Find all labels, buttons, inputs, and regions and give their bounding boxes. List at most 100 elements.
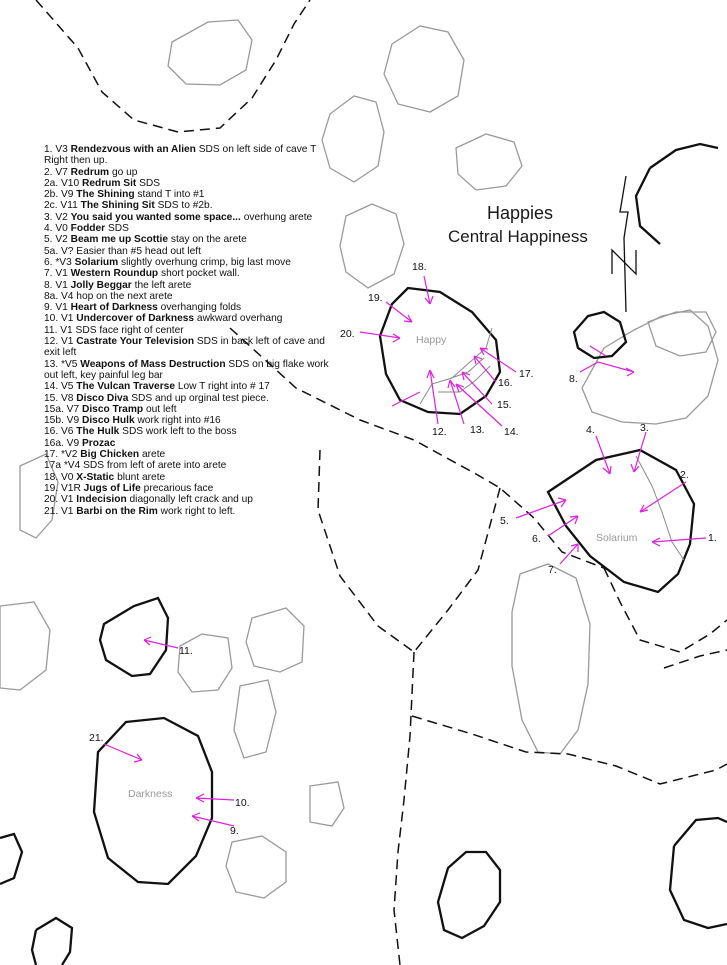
route-name: Castrate Your Television	[76, 336, 197, 348]
route-entry: 13. *V5 Weapons of Mass Destruction SDS …	[44, 359, 329, 382]
route-description: hop on the next arete	[76, 290, 173, 302]
boulder-bottom-left	[0, 832, 24, 886]
route-description: SDS to #2b.	[157, 200, 213, 212]
minor-boulder	[245, 607, 305, 673]
map-route-labels: 1. 2. 3. 4. 5. 6. 7. 8. 9. 10. 11. 12. 1…	[89, 261, 717, 837]
route-number: 16a.	[44, 437, 67, 449]
route-number: 9.	[44, 302, 56, 314]
route-legend: 1. V3 Rendezvous with an Alien SDS on le…	[44, 144, 329, 517]
route-arrow-14	[455, 383, 503, 427]
route-number: 19.	[44, 482, 61, 494]
route-grade: V?	[61, 245, 77, 257]
route-grade: V1	[60, 324, 76, 336]
route-name: Disco Diva	[76, 392, 132, 404]
route-grade: *V5	[61, 358, 81, 370]
route-number: 17a	[44, 460, 64, 472]
route-number: 14.	[44, 381, 61, 393]
route-arrow-19	[385, 301, 413, 323]
route-entry: 7. V1 Western Roundup short pocket wall.	[44, 268, 329, 279]
route-grade: V1R	[61, 482, 84, 494]
minor-boulder	[647, 311, 717, 357]
route-grade: V2	[55, 211, 71, 223]
trail	[35, 0, 311, 133]
map-label-8: 8.	[569, 373, 578, 385]
route-arrow-13	[447, 379, 465, 425]
map-label-1: 1.	[708, 532, 717, 544]
route-name: The Vulcan Traverse	[76, 381, 178, 393]
route-grade: V4	[61, 290, 77, 302]
map-label-15: 15.	[497, 399, 512, 411]
minor-boulder	[19, 453, 59, 539]
route-name: Western Roundup	[70, 268, 161, 280]
route-number: 16.	[44, 426, 61, 438]
route-description: awkward overhang	[196, 313, 283, 325]
minor-boulder	[177, 633, 233, 693]
route-number: 4.	[44, 223, 56, 235]
route-entry: 20. V1 Indecision diagonally left crack …	[44, 494, 329, 505]
map-label-13: 13.	[470, 424, 485, 436]
route-grade: V1	[61, 505, 77, 517]
route-number: 18.	[44, 471, 61, 483]
route-description: stand T into #1	[137, 189, 205, 201]
route-number: 7.	[44, 268, 56, 280]
route-grade: V2	[55, 234, 71, 246]
route-number: 20.	[44, 494, 61, 506]
route-description: work right into #16	[137, 415, 221, 427]
route-number: 8a.	[44, 290, 61, 302]
route-arrow-4	[595, 435, 612, 475]
map-label-19: 19.	[368, 292, 383, 304]
route-name: Rendezvous with an Alien	[70, 144, 199, 155]
minor-boulder	[167, 19, 253, 86]
route-grade: V9	[66, 415, 82, 427]
route-name: Heart of Darkness	[70, 302, 161, 314]
route-arrow-3	[630, 431, 647, 473]
route-entry: 5. V2 Beam me up Scottie stay on the are…	[44, 234, 329, 245]
route-number: 15a.	[44, 403, 67, 415]
map-label-5: 5.	[500, 515, 509, 527]
minor-boulder	[455, 133, 523, 191]
route-number: 21.	[44, 505, 61, 517]
route-grade: V9	[61, 189, 77, 201]
happy-cave-detail	[419, 327, 493, 405]
route-grade: V7	[66, 403, 82, 415]
boulder-top-right	[634, 142, 719, 245]
route-description: work right to left.	[160, 505, 236, 517]
route-arrow-17	[479, 347, 517, 373]
boulder-solarium	[546, 448, 696, 594]
route-name: Fodder	[70, 223, 108, 235]
route-name: Prozac	[81, 437, 116, 449]
trail	[603, 567, 727, 653]
map-label-14: 14.	[504, 426, 519, 438]
route-entry: 2a. V10 Redrum Sit SDS	[44, 178, 329, 189]
route-number: 17.	[44, 449, 61, 461]
route-entry: 8a. V4 hop on the next arete	[44, 291, 329, 302]
route-number: 10.	[44, 313, 61, 325]
route-arrow-16	[473, 355, 497, 383]
route-number: 12.	[44, 336, 61, 348]
boulder-label-solarium: Solarium	[596, 532, 638, 544]
trail	[317, 449, 415, 653]
route-name: Jolly Beggar	[70, 279, 135, 291]
route-arrow-1	[651, 537, 707, 547]
route-description: SDS in back left of cave and exit left	[44, 336, 325, 359]
minor-boulder	[0, 601, 51, 691]
route-arrow-21	[103, 743, 143, 763]
trail	[229, 327, 605, 569]
route-entry: 9. V1 Heart of Darkness overhanging fold…	[44, 302, 329, 313]
route-description: overhanging folds	[160, 302, 242, 314]
map-label-2: 2.	[680, 469, 689, 481]
minor-boulder	[321, 95, 385, 183]
route-grade: V10	[61, 177, 82, 189]
route-grade: V6	[61, 426, 77, 438]
solarium-detail	[635, 455, 685, 561]
route-grade: V9	[66, 437, 82, 449]
route-grade: V1	[55, 279, 71, 291]
route-entry: 18. V0 X-Static blunt arete	[44, 472, 329, 483]
boulder-bottom-right	[668, 816, 727, 930]
route-grade: V1	[55, 268, 71, 280]
trail	[663, 649, 727, 669]
north-arrow-spike	[619, 175, 629, 313]
route-description: out left	[145, 403, 177, 415]
route-name: Jugs of Life	[83, 482, 144, 494]
route-number: 5.	[44, 234, 56, 246]
